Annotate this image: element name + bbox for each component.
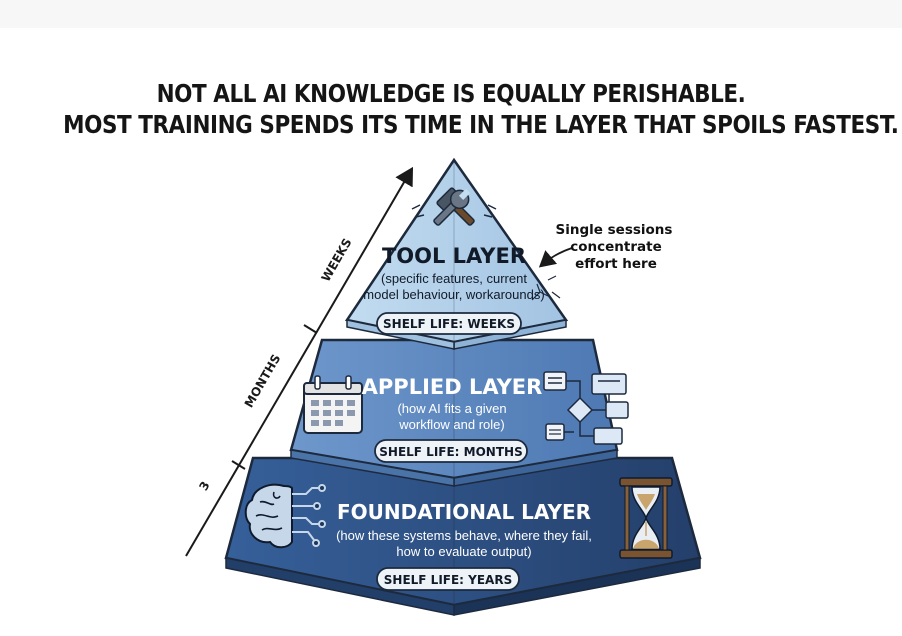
shelf-life-pill-years <box>376 567 520 591</box>
foundational-layer-desc-1: (how these systems behave, where they fa… <box>336 528 592 543</box>
tool-layer-desc-1: (specific features, current <box>381 271 527 286</box>
applied-layer-desc-1: (how AI fits a given <box>397 401 506 416</box>
title-line-1: NOT ALL AI KNOWLEDGE IS EQUALLY PERISHAB… <box>156 79 746 108</box>
foundational-layer <box>224 456 702 616</box>
crack-mark <box>547 275 561 299</box>
tool-layer-desc-2: model behaviour, workarounds) <box>363 287 544 302</box>
page-title: NOT ALL AI KNOWLEDGE IS EQUALLY PERISHAB… <box>63 78 899 140</box>
tool-layer-shelf-life: SHELF LIFE: WEEKS <box>383 317 515 331</box>
applied-layer-shelf-life: SHELF LIFE: MONTHS <box>379 445 522 459</box>
flowchart-icon <box>543 371 629 445</box>
title-line-2: MOST TRAINING SPENDS ITS TIME IN THE LAY… <box>63 110 899 139</box>
shelf-life-pill-months <box>374 439 528 463</box>
applied-layer-desc-2: workflow and role) <box>398 417 505 432</box>
top-band <box>0 0 902 28</box>
calendar-icon <box>303 375 363 434</box>
annotation-line-1: Single sessions <box>556 222 673 238</box>
foundational-layer-desc-2: how to evaluate output) <box>396 544 531 559</box>
foundational-layer-title: FOUNDATIONAL LAYER <box>337 500 591 524</box>
tool-layer-title: TOOL LAYER <box>382 244 526 268</box>
annotation-line-2: concentrate <box>570 239 662 255</box>
tools-icon <box>411 187 497 226</box>
shelf-life-pill-weeks <box>376 312 522 335</box>
crack-mark <box>531 283 549 301</box>
applied-layer <box>289 338 619 487</box>
brain-circuit-icon <box>244 483 326 549</box>
time-axis <box>185 166 414 557</box>
applied-layer-title: APPLIED LAYER <box>362 375 543 399</box>
annotation-line-3: effort here <box>575 256 657 272</box>
hourglass-icon <box>619 477 673 559</box>
foundational-layer-shelf-life: SHELF LIFE: YEARS <box>384 573 512 587</box>
annotation-arrow <box>538 247 573 268</box>
axis-label-years: 3 <box>196 479 212 493</box>
